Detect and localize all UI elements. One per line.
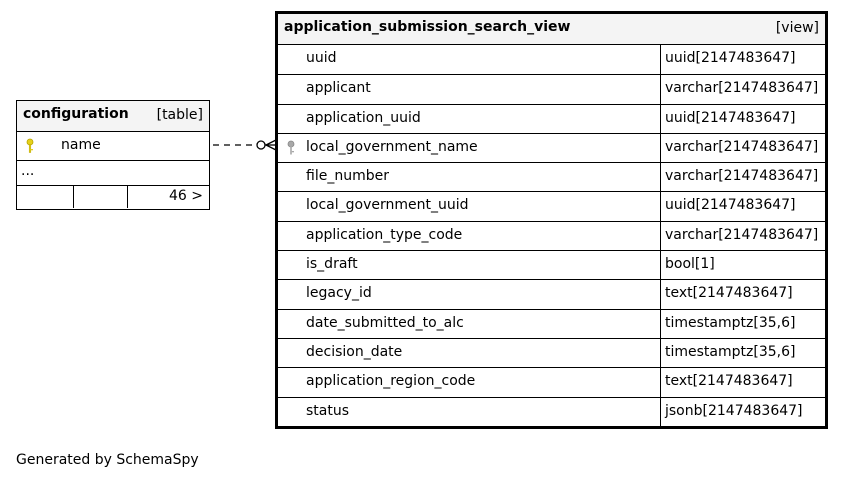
column-type: varchar[2147483647] — [665, 226, 819, 243]
table-row[interactable]: date_submitted_to_alc timestamptz[35,6] — [278, 308, 825, 338]
configuration-table[interactable]: configuration [table] name ... 46 > — [16, 100, 210, 210]
table-header: configuration [table] — [17, 101, 209, 132]
column-divider — [660, 163, 661, 192]
column-name: file_number — [306, 168, 389, 185]
column-type: varchar[2147483647] — [665, 80, 819, 97]
table-row[interactable]: name — [17, 132, 209, 160]
column-divider — [660, 45, 661, 75]
column-type: bool[1] — [665, 256, 715, 273]
table-row[interactable]: is_draft bool[1] — [278, 250, 825, 280]
column-type: timestamptz[35,6] — [665, 314, 796, 331]
column-type: uuid[2147483647] — [665, 109, 796, 126]
column-divider — [660, 280, 661, 309]
empty-cell — [17, 186, 74, 208]
primary-key-icon — [26, 138, 34, 153]
table-row[interactable]: applicant varchar[2147483647] — [278, 74, 825, 104]
crowfoot-upper — [265, 139, 277, 146]
column-name: legacy_id — [306, 285, 372, 302]
ellipsis: ... — [21, 163, 35, 179]
column-name: local_government_name — [306, 138, 478, 155]
column-type: text[2147483647] — [665, 285, 793, 302]
table-type: [table] — [156, 107, 203, 123]
column-name: application_type_code — [306, 226, 463, 243]
column-divider — [660, 338, 661, 368]
column-name: uuid — [306, 50, 337, 66]
column-type: text[2147483647] — [665, 373, 793, 390]
table-name[interactable]: configuration — [23, 106, 129, 122]
table-row[interactable]: decision_date timestamptz[35,6] — [278, 337, 825, 368]
column-type: varchar[2147483647] — [665, 168, 819, 185]
crowfoot-lower — [265, 144, 277, 151]
more-columns-row: ... — [17, 160, 209, 185]
column-divider — [660, 251, 661, 280]
column-divider — [660, 75, 661, 104]
column-type: uuid[2147483647] — [665, 197, 796, 214]
table-row[interactable]: local_government_uuid uuid[2147483647] — [278, 191, 825, 221]
view-columns: uuid uuid[2147483647] applicant varchar[214… — [278, 45, 825, 426]
column-name: name — [61, 137, 101, 153]
column-divider — [660, 397, 661, 426]
column-type: uuid[2147483647] — [665, 50, 796, 66]
view-header: application_submission_search_view [view… — [278, 14, 825, 45]
foreign-key-icon — [287, 140, 295, 155]
table-footer-row: 46 > — [17, 185, 209, 209]
footer-credit: Generated by SchemaSpy — [16, 452, 199, 468]
column-divider — [660, 133, 661, 163]
column-divider — [660, 368, 661, 397]
column-type: varchar[2147483647] — [665, 138, 819, 155]
column-divider — [660, 221, 661, 251]
table-row[interactable]: file_number varchar[2147483647] — [278, 162, 825, 192]
table-row[interactable]: local_government_name varchar[2147483647] — [278, 132, 825, 163]
table-row[interactable]: legacy_id text[2147483647] — [278, 279, 825, 309]
column-name: local_government_uuid — [306, 197, 469, 214]
column-name: applicant — [306, 80, 371, 97]
related-count[interactable]: 46 > — [169, 188, 203, 204]
column-divider — [660, 309, 661, 338]
column-name: status — [306, 402, 350, 419]
view-type: [view] — [775, 20, 819, 36]
table-row[interactable]: application_type_code varchar[2147483647] — [278, 220, 825, 251]
column-name: application_region_code — [306, 373, 476, 390]
view-name[interactable]: application_submission_search_view — [284, 19, 571, 35]
table-row[interactable]: application_region_code text[2147483647] — [278, 367, 825, 397]
column-type: timestamptz[35,6] — [665, 343, 796, 360]
view-table[interactable]: application_submission_search_view [view… — [275, 11, 828, 429]
column-name: date_submitted_to_alc — [306, 314, 464, 331]
column-name: decision_date — [306, 343, 403, 360]
table-row[interactable]: status jsonb[2147483647] — [278, 396, 825, 426]
empty-cell — [74, 186, 128, 208]
table-row[interactable]: uuid uuid[2147483647] — [278, 45, 825, 75]
table-row[interactable]: application_uuid uuid[2147483647] — [278, 103, 825, 133]
column-name: application_uuid — [306, 109, 421, 126]
column-name: is_draft — [306, 256, 358, 273]
zero-optional-marker — [256, 140, 266, 150]
column-divider — [660, 192, 661, 221]
column-divider — [660, 104, 661, 133]
column-type: jsonb[2147483647] — [665, 402, 803, 419]
